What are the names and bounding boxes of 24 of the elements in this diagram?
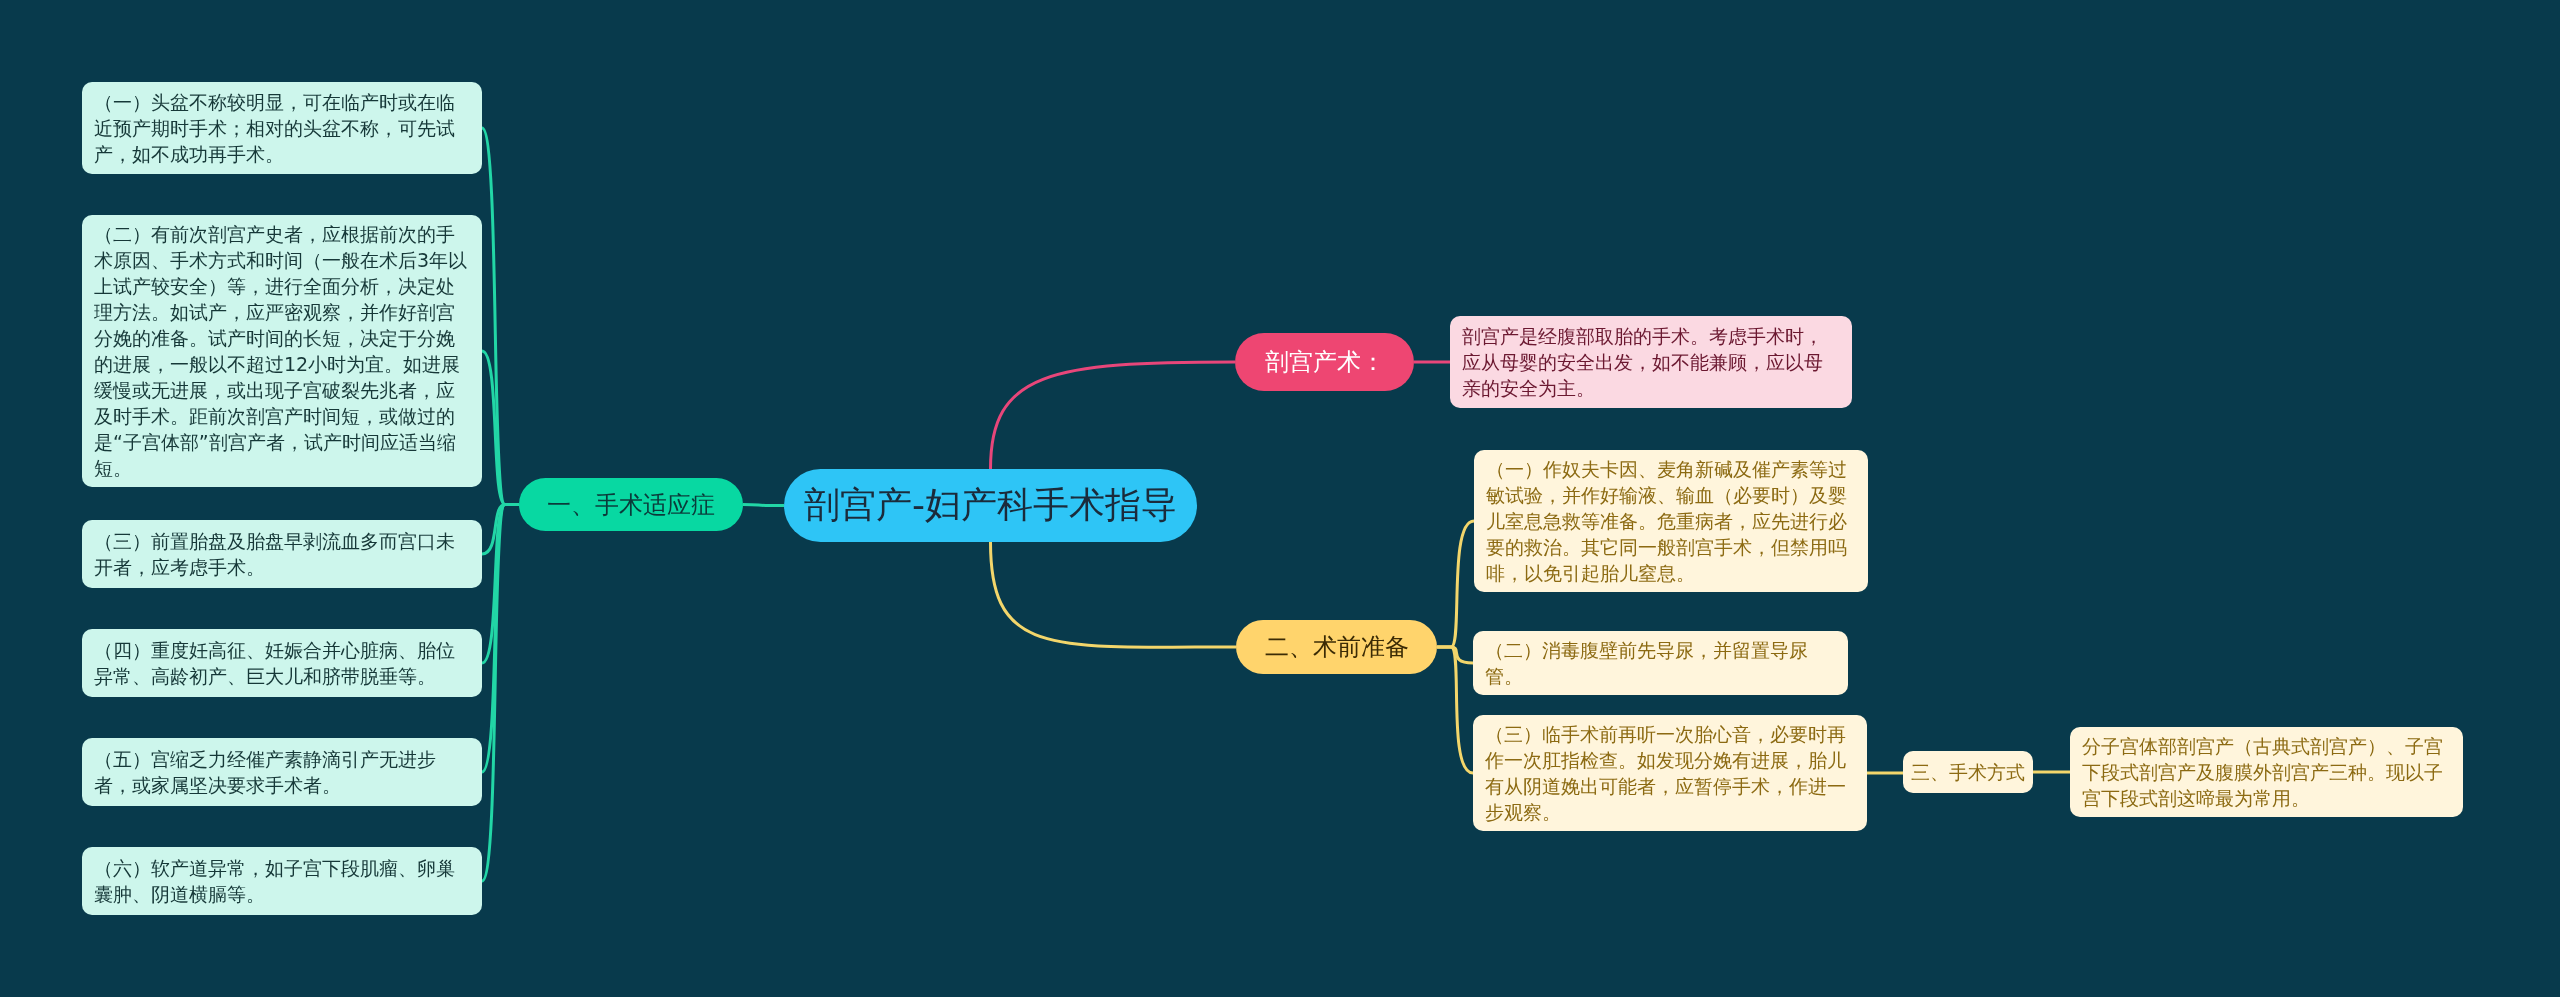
connector-line xyxy=(989,541,1236,649)
subtopic-box: 三、手术方式 xyxy=(1903,751,2033,793)
connector-line xyxy=(989,360,1235,470)
note-box: （五）宫缩乏力经催产素静滴引产无进步者，或家属坚决要求手术者。 xyxy=(82,738,482,806)
connector-line xyxy=(1867,771,1903,775)
branch-topic: 一、手术适应症 xyxy=(519,478,743,531)
note-box: （三）前置胎盘及胎盘早剥流血多而宫口未开者，应考虑手术。 xyxy=(82,520,482,588)
note-box: 剖宫产是经腹部取胎的手术。考虑手术时，应从母婴的安全出发，如不能兼顾，应以母亲的安全为主。 xyxy=(1450,316,1852,408)
note-box: （二）消毒腹壁前先导尿，并留置导尿管。 xyxy=(1473,631,1848,695)
connector-line xyxy=(2033,770,2070,774)
connector-line xyxy=(480,503,519,882)
note-box: （六）软产道异常，如子宫下段肌瘤、卵巢囊肿、阴道横膈等。 xyxy=(82,847,482,915)
branch-topic: 剖宫产术： xyxy=(1235,333,1414,391)
branch-topic: 二、术前准备 xyxy=(1236,620,1437,674)
note-box: （三）临手术前再听一次胎心音，必要时再作一次肛指检查。如发现分娩有进展，胎儿有从阴道娩出可能者，应暂停手术，作进一步观察。 xyxy=(1473,715,1867,831)
central-topic: 剖宫产-妇产科手术指导 xyxy=(784,469,1197,542)
note-box: （二）有前次剖宫产史者，应根据前次的手术原因、手术方式和时间（一般在术后3年以上试产较安全）等，进行全面分析，决定处理方法。如试产，应严密观察，并作好剖宫分娩的准备。试产时间的长短，决定于分娩的进展，一般以不超过12小时为宜。如进展缓慢或无进展，或出现子宫破裂先兆者，应及时手术。距前次剖宫产时间短，或做过的是“子宫体部”剖宫产者，试产时间应适当缩短。 xyxy=(82,215,482,487)
connector-line xyxy=(1414,360,1450,364)
note-box: （四）重度妊高征、妊娠合并心脏病、胎位异常、高龄初产、巨大儿和脐带脱垂等。 xyxy=(82,629,482,697)
connector-line xyxy=(743,503,784,507)
connector-line xyxy=(1437,645,1474,775)
note-box: （一）头盆不称较明显，可在临产时或在临近预产期时手术；相对的头盆不称，可先试产，如不成功再手术。 xyxy=(82,82,482,174)
note-box: 分子宫体部剖宫产（古典式剖宫产）、子宫下段式剖宫产及腹膜外剖宫产三种。现以子宫下段式剖这啼最为常用。 xyxy=(2070,727,2463,817)
note-box: （一）作奴夫卡因、麦角新碱及催产素等过敏试验，并作好输液、输血（必要时）及婴儿室息急救等准备。危重病者，应先进行必要的救治。其它同一般剖宫手术，但禁用吗啡，以免引起胎儿窒息。 xyxy=(1474,450,1868,592)
